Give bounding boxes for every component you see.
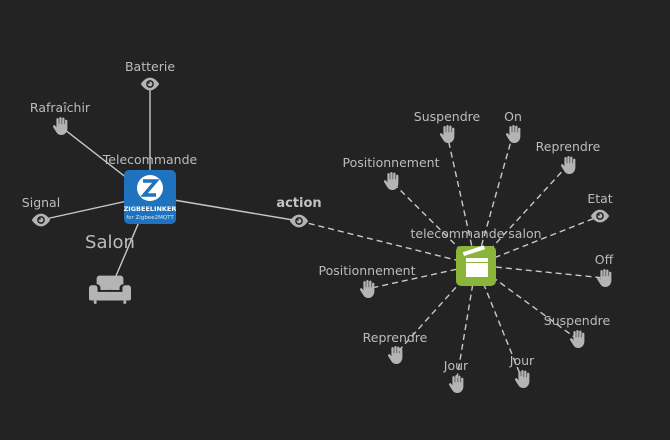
scene-child-label: Suspendre <box>414 109 481 124</box>
zigbee-z-icon <box>140 179 160 197</box>
sofa-icon[interactable] <box>89 275 131 305</box>
edge-scene-child <box>475 215 601 266</box>
scene-child-node[interactable]: Positionnement <box>319 263 416 298</box>
device-child-node[interactable]: Batterie <box>125 59 175 91</box>
scene-child-label: Reprendre <box>536 139 601 154</box>
hand-icon[interactable] <box>448 375 464 393</box>
device-child-label: Signal <box>22 195 60 210</box>
scene-child-node[interactable]: Jour <box>443 358 469 393</box>
edge-scene-child <box>475 133 514 266</box>
scene-child-label: Reprendre <box>363 330 428 345</box>
logo-line1: ZIGBEELINKER <box>124 205 177 213</box>
scene-child-node[interactable]: Etat <box>587 191 613 223</box>
scene-child-label: Jour <box>443 358 469 373</box>
scene-child-node[interactable]: Suspendre <box>414 109 481 143</box>
eye-icon[interactable] <box>289 214 309 228</box>
scene-child-node[interactable]: Reprendre <box>536 139 601 174</box>
device-child-node[interactable]: Signal <box>22 195 60 227</box>
scene-child-node[interactable]: Off <box>595 252 614 287</box>
edge-scene-child <box>475 264 605 279</box>
hand-icon[interactable] <box>514 370 530 388</box>
scene-child-label: Off <box>595 252 614 267</box>
hand-icon[interactable] <box>596 269 612 287</box>
eye-icon[interactable] <box>140 77 160 91</box>
scene-node[interactable]: telecommande salon <box>410 226 542 286</box>
edge-scene-child <box>366 264 477 290</box>
scene-child-node[interactable]: Reprendre <box>363 330 428 364</box>
hand-icon[interactable] <box>505 125 521 143</box>
scene-child-label: Jour <box>509 353 535 368</box>
scene-child-node[interactable]: Suspendre <box>544 313 611 348</box>
device-child-label: Batterie <box>125 59 175 74</box>
action-label: action <box>276 196 321 211</box>
scene-child-label: On <box>504 109 522 124</box>
hand-icon[interactable] <box>52 117 68 135</box>
scene-child-label: Etat <box>587 191 612 206</box>
device-child-label: Rafraîchir <box>30 100 91 115</box>
scene-label: telecommande salon <box>410 226 541 241</box>
edge-scene-child <box>446 133 477 266</box>
hand-icon[interactable] <box>383 172 399 190</box>
scene-child-node[interactable]: Positionnement <box>343 155 440 190</box>
clapperboard-icon <box>462 245 488 277</box>
action-node[interactable]: action <box>276 196 322 228</box>
scene-child-label: Positionnement <box>343 155 440 170</box>
hand-icon[interactable] <box>439 125 455 143</box>
device-child-label: Salon <box>85 232 135 253</box>
eye-icon[interactable] <box>31 213 51 227</box>
edge-action-scene <box>298 220 477 266</box>
hand-icon[interactable] <box>359 280 375 298</box>
device-label: Telecommande <box>102 152 198 167</box>
scene-child-label: Positionnement <box>319 263 416 278</box>
scene-child-node[interactable]: On <box>504 109 522 143</box>
device-child-node[interactable]: Salon <box>85 232 135 305</box>
hand-icon[interactable] <box>569 330 585 348</box>
hand-icon[interactable] <box>560 156 576 174</box>
scene-child-label: Suspendre <box>544 313 611 328</box>
scene-child-node[interactable]: Jour <box>509 353 535 388</box>
eye-icon[interactable] <box>590 209 610 223</box>
logo-line2: for Zigbee2MQTT <box>126 215 174 221</box>
device-child-node[interactable]: Rafraîchir <box>30 100 91 135</box>
